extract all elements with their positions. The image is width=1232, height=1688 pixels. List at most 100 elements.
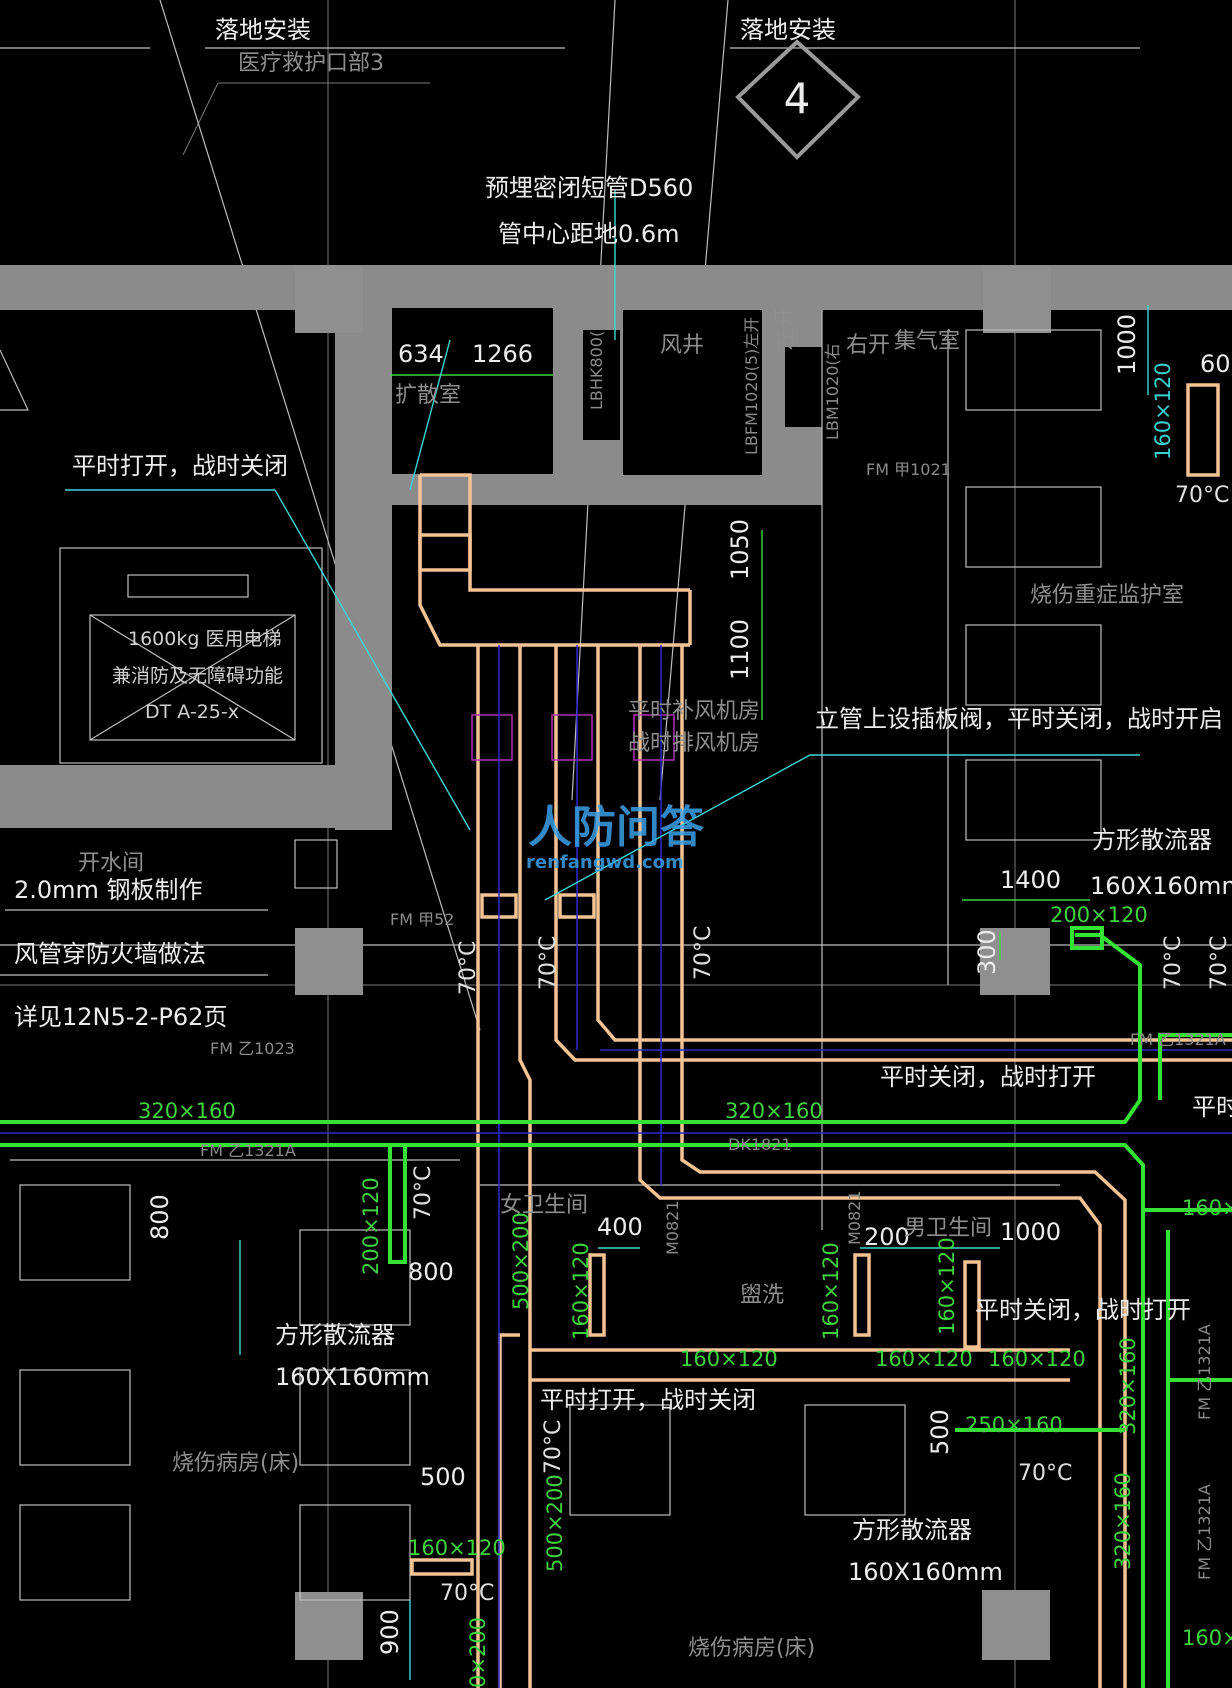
label-left-open: 左开 [773,306,798,350]
dim-500a: 500 [420,1463,466,1491]
elevator-label-3: DT A-25-x [145,701,239,723]
duct-size-160-r2: 160× [1182,1626,1232,1650]
door-fm-52: FM 甲52 [390,910,454,929]
door-fm-1321a-2: FM 乙1321A [1195,1324,1214,1420]
room-air-shaft: 风井 [660,333,704,358]
dim-1000b: 1000 [1000,1218,1061,1246]
duct-size-200x120-top: 200×120 [1050,903,1148,927]
door-fm-1023: FM 乙1023 [210,1039,295,1058]
damper-70c-3: 70°C [536,936,561,990]
dim-300: 300 [973,929,1001,975]
duct-size-500x200-1: 500×200 [509,1212,533,1310]
damper-70c-9: 70°C [440,1581,494,1606]
door-fm-1321a-1: FM 乙1321A [200,1141,296,1160]
dim-800a: 800 [146,1194,174,1240]
dim-1050: 1050 [726,519,754,580]
door-m0821-1: M0821 [663,1200,682,1255]
damper-70c-7: 70°C [541,1420,566,1474]
label-floor-install-2: 落地安装 [740,16,836,44]
dim-400: 400 [597,1213,643,1241]
elevator-label-1: 1600kg 医用电梯 [128,628,281,650]
room-icu: 烧伤重症监护室 [1030,583,1184,608]
damper-70c-6: 70°C [411,1166,436,1220]
duct-size-160x120-top: 160×120 [1151,362,1175,460]
duct-size-500x200-2: 500×200 [543,1474,567,1572]
door-fm-1321a-3: FM 乙1321A [1195,1484,1214,1580]
duct-size-160x120-3: 160×120 [935,1237,959,1335]
dim-500b: 500 [926,1409,954,1455]
watermark: 人防问答 renfangwd.com [526,802,705,873]
note-riser-valve: 立管上设插板阀，平时关闭，战时开启 [815,705,1223,733]
note-peace-partial: 平时 [1192,1093,1232,1121]
dim-1266: 1266 [472,340,533,368]
room-ward-2: 烧伤病房(床) [688,1636,815,1661]
duct-size-200x120-left: 200×120 [359,1177,383,1275]
dim-1100: 1100 [726,619,754,680]
note-diffuser-1-size: 160X160mm [1090,872,1232,900]
damper-70c-4: 70°C [691,926,716,980]
exhaust-ducts [410,383,1232,1688]
damper-70c-1: 70°C [1175,483,1229,508]
dim-1000: 1000 [1113,314,1141,375]
duct-size-160-r1: 160× [1182,1196,1232,1220]
damper-70c-10: 70°C [1207,936,1232,990]
dimension-lines [65,190,1149,1680]
note-open-peace-close-war-1: 平时打开，战时关闭 [72,452,288,480]
room-fan-2: 战时排风机房 [628,731,760,756]
room-outlines [0,310,1102,1601]
door-fm-1021: FM 甲1021 [866,460,951,479]
note-diffuser-3-size: 160X160mm [848,1558,1003,1586]
label-floor-install-1: 落地安装 [215,16,311,44]
duct-size-160x120-4: 160×120 [680,1347,778,1371]
duct-size-320x160-2: 320×160 [725,1099,823,1123]
door-fm-1321a-4: FM 乙1321A [1130,1030,1226,1049]
label-room-medical: 医疗救护口部3 [238,51,384,76]
note-steel-plate: 2.0mm 钢板制作 [14,876,203,904]
duct-size-160x120-7: 160×120 [408,1536,506,1560]
watermark-logo: 人防问答 [528,802,705,853]
duct-size-320x160-3: 320×160 [1116,1337,1140,1435]
duct-size-320x160-1: 320×160 [138,1099,236,1123]
valve-lbhk: LBHK800(5) [587,314,606,410]
dim-200: 200 [864,1223,910,1251]
room-mens-wc: 男卫生间 [904,1216,992,1241]
dim-900: 900 [376,1609,404,1655]
walls [0,265,1232,1660]
duct-size-500x200-3: 0×200 [466,1617,490,1688]
duct-size-250x160: 250×160 [965,1413,1063,1437]
label-right-open: 右开 [846,333,890,358]
supply-ducts [0,926,1232,1688]
room-wash: 盥洗 [740,1283,784,1308]
annotations: 落地安装 落地安装 医疗救护口部3 预埋密闭短管D560 管中心距地0.6m 6… [0,16,1232,1688]
room-womens-wc: 女卫生间 [500,1193,588,1218]
valve-lbm: LBM1020(右 [823,343,842,440]
door-m0821-2: M0821 [845,1190,864,1245]
note-open-peace-close-war-2: 平时打开，战时关闭 [540,1386,756,1414]
duct-size-320x160-4: 320×160 [1111,1472,1135,1570]
room-water: 开水间 [78,851,144,876]
room-diffusion: 扩散室 [395,383,461,408]
label-pipe-height: 管中心距地0.6m [498,220,680,248]
note-close-peace-open-war-1: 平时关闭，战时打开 [880,1063,1096,1091]
room-fan-1: 平时补风机房 [628,699,760,724]
note-close-peace-open-war-2: 平时关闭，战时打开 [975,1296,1191,1324]
note-firewall-method: 风管穿防火墙做法 [14,940,206,968]
watermark-url: renfangwd.com [526,852,684,873]
damper-70c-5: 70°C [1161,936,1186,990]
duct-size-160x120-1: 160×120 [569,1242,593,1340]
note-diffuser-1: 方形散流器 [1092,826,1212,854]
note-see-ref: 详见12N5-2-P62页 [14,1003,227,1031]
duct-size-160x120-5: 160×120 [875,1347,973,1371]
note-diffuser-2-size: 160X160mm [275,1363,430,1391]
dim-1400: 1400 [1000,866,1061,894]
label-dk1821: DK1821 [728,1135,792,1154]
dim-600: 600 [1200,350,1232,378]
dim-634: 634 [398,340,444,368]
damper-70c-8: 70°C [1018,1461,1072,1486]
note-diffuser-2: 方形散流器 [275,1321,395,1349]
elevator-label-2: 兼消防及无障碍功能 [112,665,283,687]
duct-size-160x120-6: 160×120 [988,1347,1086,1371]
room-ward-1: 烧伤病房(床) [172,1451,299,1476]
axis-number: 4 [784,74,811,123]
